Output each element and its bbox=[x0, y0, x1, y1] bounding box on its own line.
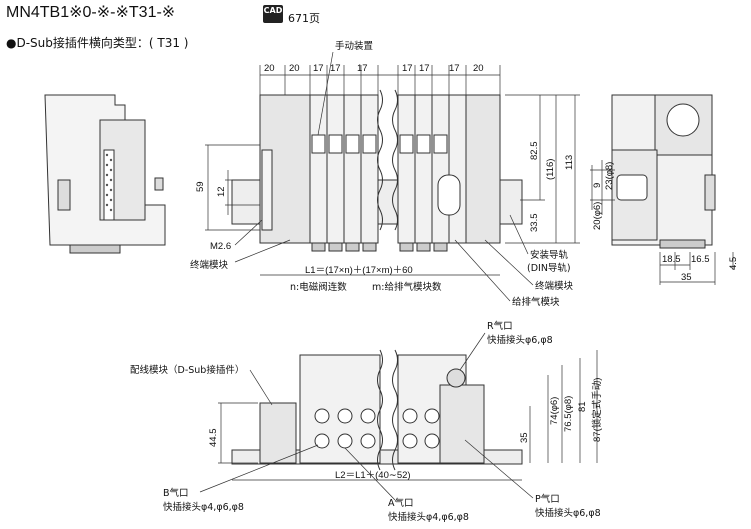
din-rail-label-2: (DIN导轨) bbox=[527, 262, 571, 274]
m26-label: M2.6 bbox=[210, 241, 231, 252]
dim-12: 12 bbox=[216, 186, 227, 197]
top-dim-3: 17 bbox=[313, 63, 324, 74]
l2-formula: L2＝L1＋(40∼52) bbox=[335, 470, 411, 481]
cad-page-ref[interactable]: 671页 bbox=[288, 12, 320, 25]
dim-113: 113 bbox=[564, 155, 575, 170]
dim-44-5: 44.5 bbox=[208, 429, 219, 448]
dim-87: 87(锁定式手动) bbox=[591, 378, 603, 442]
top-dim-5: 17 bbox=[357, 63, 368, 74]
end-block-label-2: 终端模块 bbox=[535, 280, 574, 292]
supply-exhaust-label: 给排气模块 bbox=[512, 296, 560, 308]
dim-81: 81 bbox=[577, 401, 588, 412]
dim-9: 9 bbox=[592, 183, 603, 188]
a-port-label: A气口 bbox=[388, 497, 414, 509]
r-port-label: R气口 bbox=[487, 320, 513, 332]
main-view bbox=[231, 89, 523, 252]
dim-74: 74(φ6) bbox=[549, 397, 560, 425]
dim-116: (116) bbox=[545, 159, 556, 180]
top-dim-6: 17 bbox=[402, 63, 413, 74]
dim-33-5: 33.5 bbox=[529, 214, 540, 233]
dim-35-front: 35 bbox=[519, 432, 530, 443]
p-port-label: P气口 bbox=[535, 493, 560, 505]
dim-18-5: 18.5 bbox=[662, 254, 681, 265]
wiring-block-label: 配线模块（D-Sub接插件） bbox=[130, 364, 244, 376]
cad-icon[interactable] bbox=[263, 5, 283, 23]
dim-59: 59 bbox=[195, 181, 206, 192]
dim-20-phi6: 20(φ6) bbox=[592, 202, 603, 230]
top-dim-1: 20 bbox=[264, 63, 275, 74]
top-dim-2: 20 bbox=[289, 63, 300, 74]
din-rail-label: 安装导轨 bbox=[530, 249, 569, 261]
b-port-label: B气口 bbox=[163, 487, 189, 499]
dim-82-5: 82.5 bbox=[529, 142, 540, 161]
b-port-fitting: 快插接头φ4,φ6,φ8 bbox=[163, 501, 244, 513]
top-dim-8: 17 bbox=[449, 63, 460, 74]
top-dim-4: 17 bbox=[330, 63, 341, 74]
n-note: n:电磁阀连数 bbox=[290, 281, 347, 293]
manual-override-label: 手动装置 bbox=[335, 40, 373, 52]
top-dim-9: 20 bbox=[473, 63, 484, 74]
r-port-fitting: 快插接头φ6,φ8 bbox=[487, 334, 553, 346]
left-side-view bbox=[44, 94, 166, 254]
top-dim-7: 17 bbox=[419, 63, 430, 74]
model-title: MN4TB1※0-※-※T31-※ bbox=[6, 4, 176, 21]
dim-4-5: 4.5 bbox=[728, 257, 739, 270]
front-view bbox=[231, 349, 523, 471]
dim-16-5: 16.5 bbox=[691, 254, 710, 265]
a-port-fitting: 快插接头φ4,φ6,φ8 bbox=[388, 511, 469, 523]
dim-35: 35 bbox=[681, 272, 692, 283]
right-side-view bbox=[611, 94, 716, 249]
p-port-fitting: 快插接头φ6,φ8 bbox=[535, 507, 601, 519]
m-note: m:给排气模块数 bbox=[372, 281, 442, 293]
cad-badge-label: CAD bbox=[263, 6, 283, 15]
dim-23-phi8: 23(φ8) bbox=[604, 162, 615, 190]
end-block-label: 终端模块 bbox=[190, 259, 229, 271]
subtitle: ●D-Sub接插件横向类型：( T31 ) bbox=[6, 36, 189, 50]
l1-formula: L1＝(17×n)＋(17×m)＋60 bbox=[305, 265, 413, 276]
dim-76-5: 76.5(φ8) bbox=[563, 396, 574, 432]
